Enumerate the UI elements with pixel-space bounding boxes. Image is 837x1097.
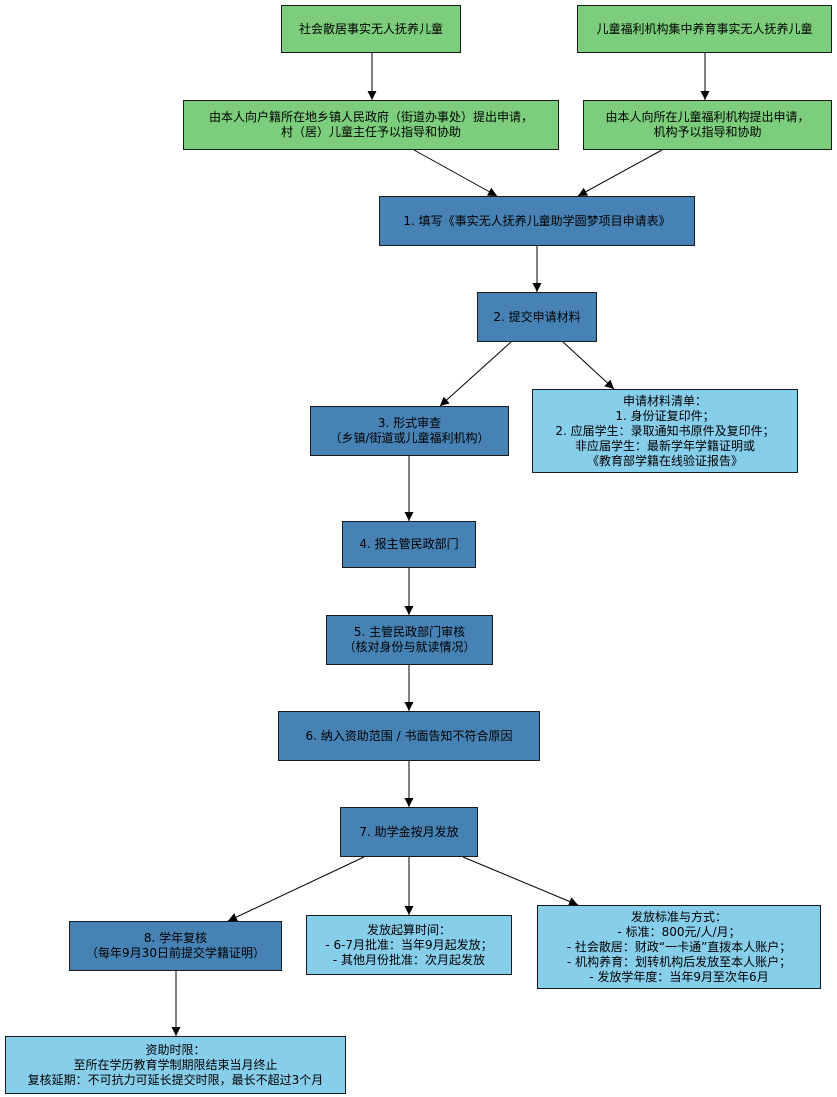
funding-period: 资助时限： 至所在学历教育学制期限结束当月终止 复核延期：不可抗力可延长提交时限… [5,1036,346,1094]
arrow-d-to-1 [577,149,663,197]
arrow-c-to-1 [413,149,498,197]
step-4-report-civil-affairs: 4. 报主管民政部门 [342,521,476,568]
step-6-include-or-notify: 6. 纳入资助范围 / 书面告知不符合原因 [278,711,540,761]
node-apply-institution: 由本人向所在儿童福利机构提出申请， 机构予以指导和协助 [583,100,832,150]
arrow-2-to-materials [562,341,615,390]
step-3-formal-review: 3. 形式审查 （乡镇/街道或儿童福利机构） [310,406,509,456]
step-5-civil-affairs-audit: 5. 主管民政部门审核 （核对身份与就读情况） [326,615,493,665]
step-1-fill-form: 1. 填写《事实无人抚养儿童助学圆梦项目申请表》 [379,196,695,246]
step-7-monthly-payment: 7. 助学金按月发放 [340,807,478,857]
step-8-annual-review: 8. 学年复核 （每年9月30日前提交学籍证明） [69,921,282,971]
arrow-2-to-3 [439,341,512,407]
arrow-7-to-standard [462,856,579,906]
node-scattered-children: 社会散居事实无人抚养儿童 [281,5,461,53]
payment-start-time: 发放起算时间： - 6-7月批准：当年9月起发放； - 其他月份批准：次月起发放 [306,915,512,975]
payment-standard: 发放标准与方式： - 标准：800元/人/月； - 社会散居：财政“一卡通”直拨… [537,905,821,989]
node-institution-children: 儿童福利机构集中养育事实无人抚养儿童 [577,5,832,53]
step-2-submit-materials: 2. 提交申请材料 [477,292,597,342]
materials-list: 申请材料清单： 1. 身份证复印件； 2. 应届学生：录取通知书原件及复印件； … [532,389,798,473]
node-apply-township: 由本人向户籍所在地乡镇人民政府（街道办事处）提出申请， 村（居）儿童主任予以指导… [183,100,559,150]
arrow-7-to-8 [227,856,365,922]
